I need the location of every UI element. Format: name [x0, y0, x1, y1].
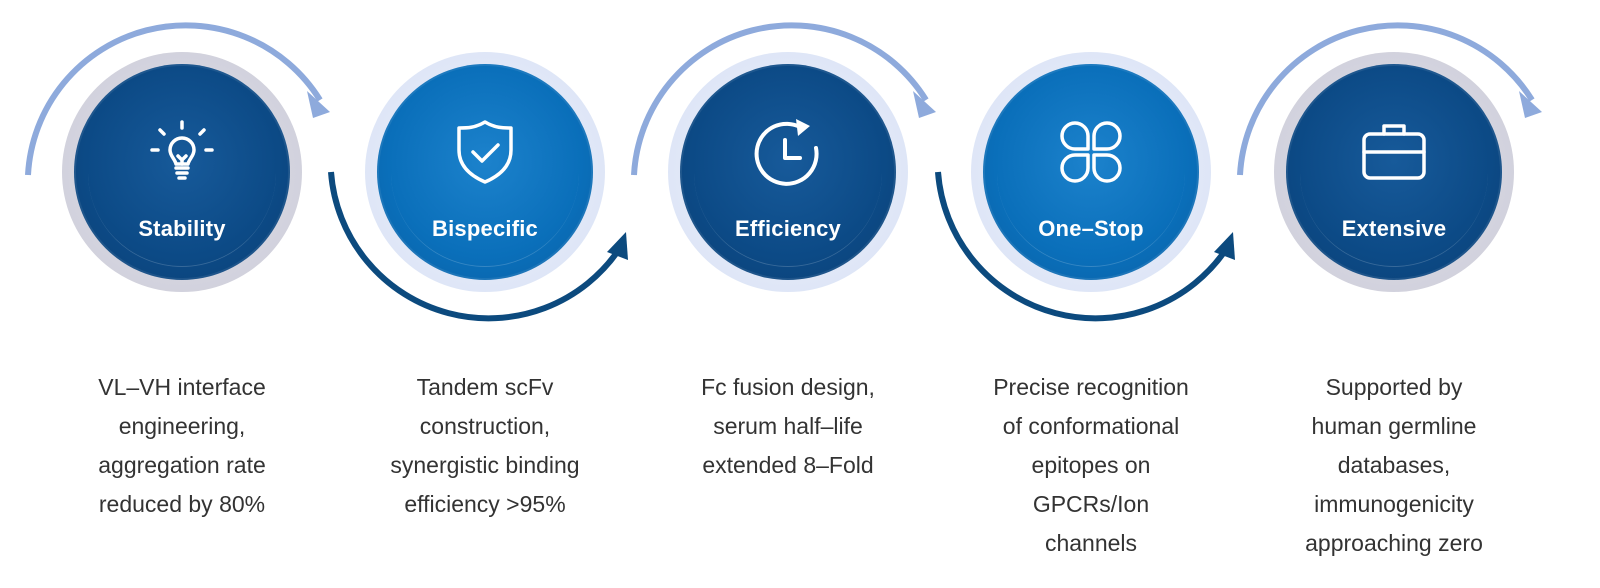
arrowhead-top-1 — [307, 91, 330, 118]
arc-bottom-2 — [328, 171, 623, 322]
arrowhead-bottom-4 — [1214, 232, 1235, 260]
step-bispecific: Bispecific — [365, 52, 605, 292]
step-disc: Efficiency — [680, 64, 896, 280]
description-line: Tandem scFv — [416, 374, 554, 400]
description-line: aggregation rate — [98, 452, 266, 478]
four-leaf-icon — [1060, 121, 1122, 183]
description-line: efficiency >95% — [404, 491, 566, 517]
step-title: One–Stop — [1038, 216, 1144, 241]
step-description-extensive: Supported by human germline databases, i… — [1264, 368, 1524, 563]
briefcase-icon — [1362, 124, 1426, 180]
description-line: databases, — [1337, 452, 1451, 478]
step-title: Efficiency — [735, 216, 841, 241]
arrowhead-top-5 — [1519, 91, 1542, 118]
step-description-efficiency: Fc fusion design, serum half–life extend… — [658, 368, 918, 485]
step-stability: Stability — [62, 52, 302, 292]
description-line: Fc fusion design, — [701, 374, 875, 400]
arrowhead-bottom-2 — [607, 232, 628, 260]
lightbulb-icon — [150, 120, 214, 180]
arrowhead-top-3 — [913, 91, 936, 118]
step-title: Extensive — [1341, 216, 1447, 241]
step-title: Bispecific — [432, 216, 538, 241]
description-line: serum half–life — [713, 413, 863, 439]
description-line: VL–VH interface — [98, 374, 266, 400]
description-line: human germline — [1311, 413, 1477, 439]
description-line: synergistic binding — [390, 452, 580, 478]
description-line: extended 8–Fold — [702, 452, 874, 478]
shield-check-icon — [457, 120, 513, 184]
description-line: Supported by — [1325, 374, 1463, 400]
description-line: of conformational — [1002, 413, 1180, 439]
description-line: channels — [1044, 530, 1138, 556]
description-line: Precise recognition — [993, 374, 1189, 400]
description-line: GPCRs/Ion — [1032, 491, 1150, 517]
arc-top-5 — [1237, 22, 1535, 176]
step-one-stop: One–Stop — [971, 52, 1211, 292]
description-line: epitopes on — [1031, 452, 1151, 478]
step-disc: Bispecific — [377, 64, 593, 280]
step-description-stability: VL–VH interface engineering, aggregation… — [52, 368, 312, 524]
step-description-bispecific: Tandem scFv construction, synergistic bi… — [355, 368, 615, 524]
step-efficiency: Efficiency — [668, 52, 908, 292]
arc-top-3 — [631, 22, 929, 176]
description-line: engineering, — [118, 413, 246, 439]
step-description-one-stop: Precise recognition of conformational ep… — [961, 368, 1221, 563]
arc-top-1 — [25, 22, 323, 176]
clock-refresh-icon — [754, 119, 819, 186]
step-title: Stability — [138, 216, 226, 241]
arc-bottom-4 — [935, 171, 1230, 322]
step-disc: Stability — [74, 64, 290, 280]
step-disc: One–Stop — [983, 64, 1199, 280]
description-line: reduced by 80% — [98, 491, 266, 517]
description-line: immunogenicity — [1314, 491, 1474, 517]
step-disc: Extensive — [1286, 64, 1502, 280]
description-line: construction, — [419, 413, 551, 439]
step-extensive: Extensive — [1274, 52, 1514, 292]
description-line: approaching zero — [1305, 530, 1483, 556]
